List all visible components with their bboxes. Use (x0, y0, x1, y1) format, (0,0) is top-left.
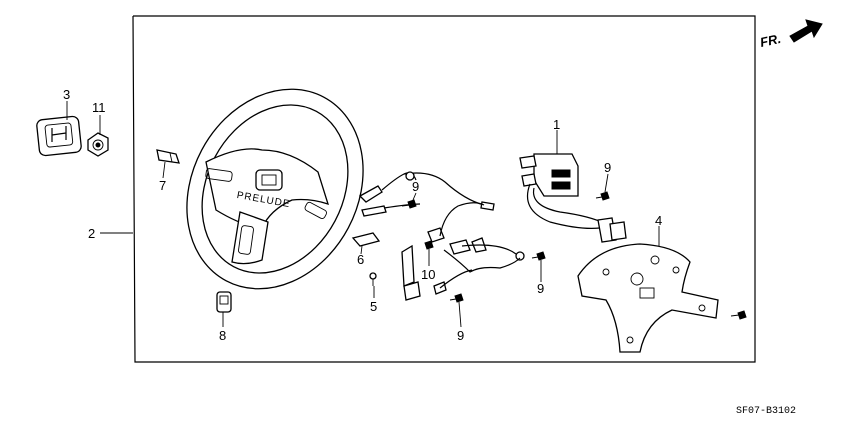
screw-cover (730, 310, 747, 320)
callout-labels: 1 2 3 4 5 6 7 8 9 9 9 9 10 11 (63, 87, 662, 343)
callout-6: 6 (357, 252, 364, 267)
callout-5: 5 (370, 299, 377, 314)
assembly-frame (132, 15, 756, 363)
callout-7: 7 (159, 178, 166, 193)
callout-9a: 9 (412, 179, 419, 194)
part-emblem (36, 115, 82, 157)
part-pad (351, 232, 381, 247)
steering-wheel: PRELUDE (186, 88, 364, 290)
direction-label: FR. (759, 31, 783, 50)
screw-9d (595, 191, 610, 201)
screw-9c (531, 251, 546, 261)
callout-8: 8 (219, 328, 226, 343)
screw-9a (401, 199, 417, 209)
upper-wire-harness (358, 171, 495, 217)
part-small-screw (369, 272, 377, 286)
callout-3: 3 (63, 87, 70, 102)
callout-9d: 9 (604, 160, 611, 175)
callout-4: 4 (655, 213, 662, 228)
callout-1: 1 (553, 117, 560, 132)
front-direction-indicator: FR. (759, 19, 823, 50)
part-nut (87, 132, 109, 157)
part-rear-cover (577, 243, 719, 353)
callout-10: 10 (421, 267, 435, 282)
screw-9b (449, 293, 464, 303)
part-switch-assembly (519, 153, 627, 243)
callout-2: 2 (88, 226, 95, 241)
direction-arrow-icon (789, 19, 823, 43)
part-pin (156, 149, 180, 164)
drawing-code: SF07-B3102 (736, 406, 796, 417)
callout-9b: 9 (457, 328, 464, 343)
screw-10 (424, 240, 434, 256)
leader-lines (66, 101, 660, 328)
lower-wire-harness (401, 202, 525, 301)
callout-11: 11 (92, 100, 106, 115)
callout-9c: 9 (537, 281, 544, 296)
part-clip (216, 291, 232, 313)
